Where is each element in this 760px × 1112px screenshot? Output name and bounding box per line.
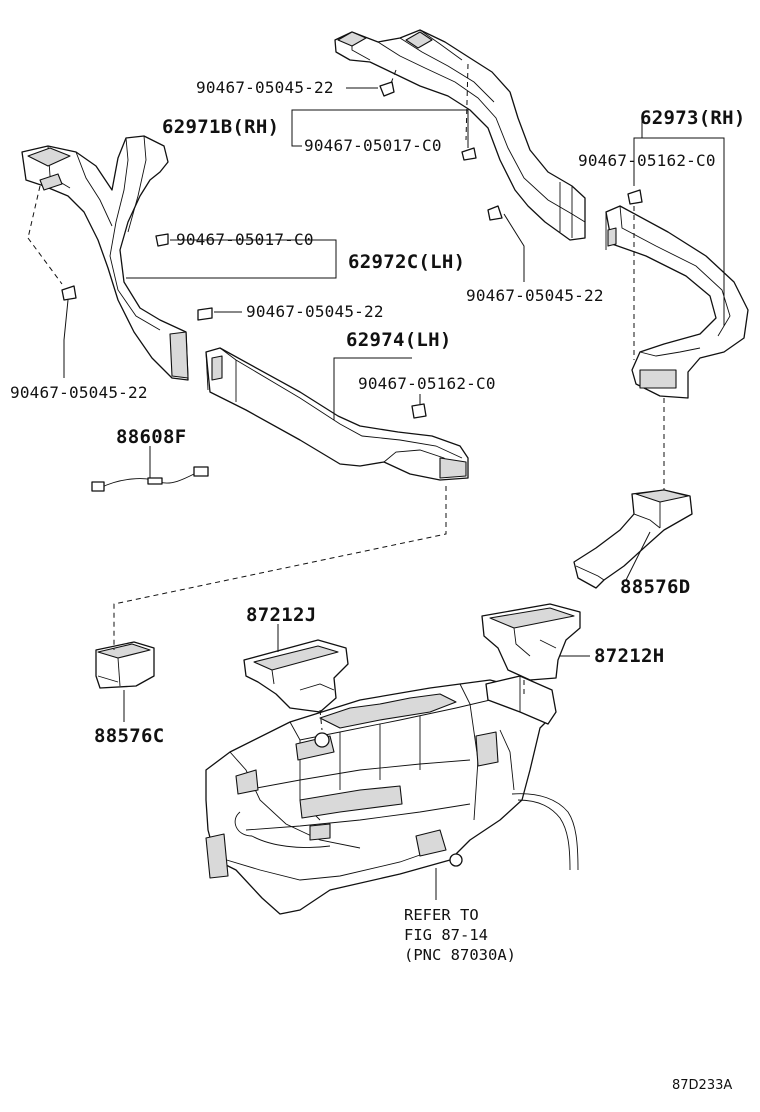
label-screw-mid: 90467-05045-22 xyxy=(246,302,384,321)
label-clip-62973: 90467-05162-C0 xyxy=(578,151,716,170)
hvac-unit-assembly xyxy=(205,675,579,915)
duct-88576d[interactable] xyxy=(573,489,693,589)
screw-fastener-mid xyxy=(197,307,213,321)
duct-87212h[interactable] xyxy=(481,603,581,681)
duct-62974[interactable] xyxy=(205,347,469,481)
refer-text-line2: FIG 87-14 xyxy=(404,926,488,944)
label-62972c: 62972C(LH) xyxy=(348,251,465,273)
label-88608f: 88608F xyxy=(116,426,186,448)
screw-fastener-right xyxy=(487,205,503,221)
label-clip-left: 90467-05017-C0 xyxy=(176,230,314,249)
label-88576d: 88576D xyxy=(620,576,690,598)
dashed-assembly-lines xyxy=(27,63,665,731)
label-screw-left: 90467-05045-22 xyxy=(10,383,148,402)
diagram-code: 87D233A xyxy=(672,1078,732,1093)
label-clip-top: 90467-05017-C0 xyxy=(304,136,442,155)
label-88576c: 88576C xyxy=(94,725,164,747)
refer-text-line1: REFER TO xyxy=(404,906,479,924)
clip-fastener-top xyxy=(461,147,477,161)
sensor-88608f[interactable] xyxy=(91,466,209,492)
label-clip-62974: 90467-05162-C0 xyxy=(358,374,496,393)
label-87212h: 87212H xyxy=(594,645,664,667)
label-screw-right: 90467-05045-22 xyxy=(466,286,604,305)
label-87212j: 87212J xyxy=(246,604,316,626)
clip-fastener-left xyxy=(155,233,169,247)
leader-lines xyxy=(63,87,725,900)
refer-text-line3: (PNC 87030A) xyxy=(404,946,516,964)
label-screw-top: 90467-05045-22 xyxy=(196,78,334,97)
duct-62971b[interactable] xyxy=(334,29,586,241)
clip-fastener-62974 xyxy=(411,403,427,419)
duct-62972c[interactable] xyxy=(21,135,189,381)
clip-fastener-62973 xyxy=(627,189,643,205)
label-62974: 62974(LH) xyxy=(346,329,452,351)
label-62973: 62973(RH) xyxy=(640,107,746,129)
screw-fastener-top xyxy=(379,81,395,97)
label-62971b: 62971B(RH) xyxy=(162,116,279,138)
screw-fastener-left xyxy=(61,285,77,301)
duct-62973[interactable] xyxy=(605,205,749,399)
duct-87212j[interactable] xyxy=(243,639,349,713)
duct-88576c[interactable] xyxy=(95,641,155,689)
